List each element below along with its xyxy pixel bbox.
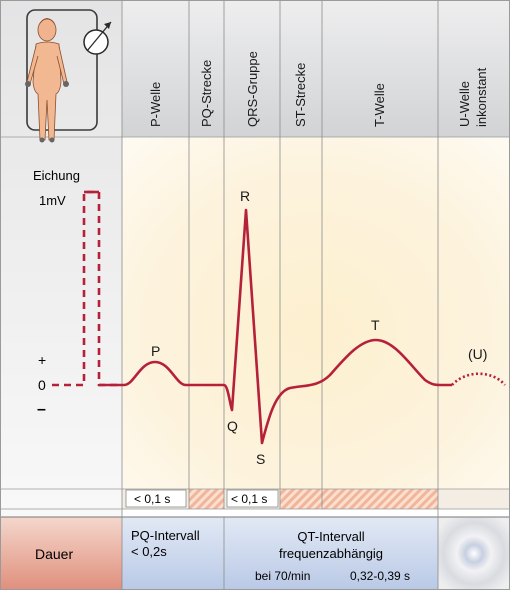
st-t-hatch bbox=[280, 489, 438, 509]
calibration-title: Eichung bbox=[33, 168, 80, 183]
wave-label-t: T bbox=[371, 317, 380, 333]
zero-label: 0 bbox=[38, 377, 46, 393]
wave-label-r: R bbox=[240, 188, 250, 204]
p-duration-label: < 0,1 s bbox=[134, 492, 170, 506]
qt-interval-title: QT-Intervall bbox=[297, 529, 364, 544]
wave-label-s: S bbox=[256, 451, 265, 467]
dauer-label: Dauer bbox=[35, 546, 73, 562]
qt-interval-range: 0,32-0,39 s bbox=[350, 569, 410, 583]
header-band bbox=[122, 0, 510, 137]
header-label-u-note: inkonstant bbox=[474, 67, 489, 127]
plus-label: + bbox=[38, 352, 46, 368]
wave-label-u: (U) bbox=[468, 346, 487, 362]
pq-interval-title: PQ-Intervall bbox=[131, 528, 200, 543]
qt-interval-subtitle: frequenzabhängig bbox=[279, 546, 383, 561]
header-label-qrs: QRS-Gruppe bbox=[245, 51, 260, 127]
qt-interval-rate: bei 70/min bbox=[255, 569, 310, 583]
chart-area bbox=[122, 137, 510, 489]
qrs-duration-label: < 0,1 s bbox=[231, 492, 267, 506]
header-label-st: ST-Strecke bbox=[293, 63, 308, 127]
left-panel bbox=[0, 0, 122, 590]
header-label-u: U-Welle bbox=[457, 81, 472, 127]
minus-label: – bbox=[37, 401, 46, 418]
u-wave-cell bbox=[438, 517, 510, 590]
calibration-amplitude: 1mV bbox=[39, 193, 66, 208]
header-label-pq: PQ-Strecke bbox=[199, 60, 214, 127]
header-label-p: P-Welle bbox=[148, 82, 163, 127]
pq-hatch bbox=[189, 489, 224, 509]
header-label-t: T-Welle bbox=[372, 83, 387, 127]
pq-interval-value: < 0,2s bbox=[131, 544, 167, 559]
wave-label-p: P bbox=[151, 343, 160, 359]
wave-label-q: Q bbox=[227, 418, 238, 434]
